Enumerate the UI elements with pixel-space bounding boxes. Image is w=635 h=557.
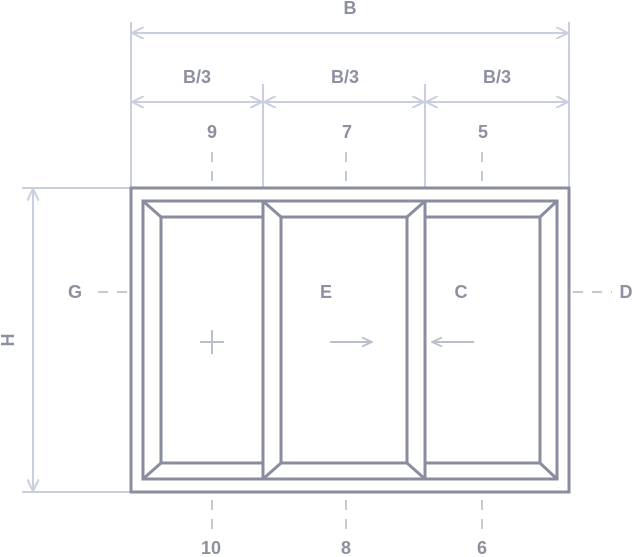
- pane-right-mitre-tr: [538, 199, 559, 219]
- label-bottom-1: 10: [201, 538, 221, 557]
- fixed-plus-icon: [200, 330, 224, 354]
- label-third-2: B/3: [331, 67, 359, 87]
- dimension-lines: [33, 33, 567, 490]
- window-frame: [129, 186, 571, 494]
- label-third-3: B/3: [483, 67, 511, 87]
- extension-lines: [22, 22, 570, 493]
- pane-middle-mitre-br: [406, 461, 426, 481]
- label-row-c: C: [455, 282, 468, 302]
- label-row-g: G: [68, 282, 82, 302]
- label-row-e: E: [320, 282, 332, 302]
- sash-outline: [141, 199, 559, 481]
- label-overall-width: B: [344, 0, 357, 18]
- label-top-3: 5: [478, 122, 488, 142]
- label-top-1: 9: [207, 122, 217, 142]
- pane-middle-mitre-bl: [262, 461, 282, 481]
- pane-symbols: [200, 330, 474, 354]
- label-bottom-2: 8: [341, 538, 351, 557]
- pane-right-glass: [423, 215, 542, 465]
- label-bottom-3: 6: [477, 538, 487, 557]
- label-third-1: B/3: [183, 67, 211, 87]
- label-top-2: 7: [342, 122, 352, 142]
- pane-right-mitre-br: [538, 461, 559, 481]
- pane-middle-mitre-tl: [262, 199, 282, 219]
- label-height: H: [0, 334, 18, 347]
- pane-left-mitre-bl: [142, 461, 162, 481]
- pane-middle-glass: [279, 215, 409, 465]
- pane-left-mitre-tl: [142, 199, 162, 219]
- outer-frame: [129, 186, 571, 494]
- label-row-d: D: [620, 282, 633, 302]
- pane-middle-mitre-tr: [406, 199, 426, 219]
